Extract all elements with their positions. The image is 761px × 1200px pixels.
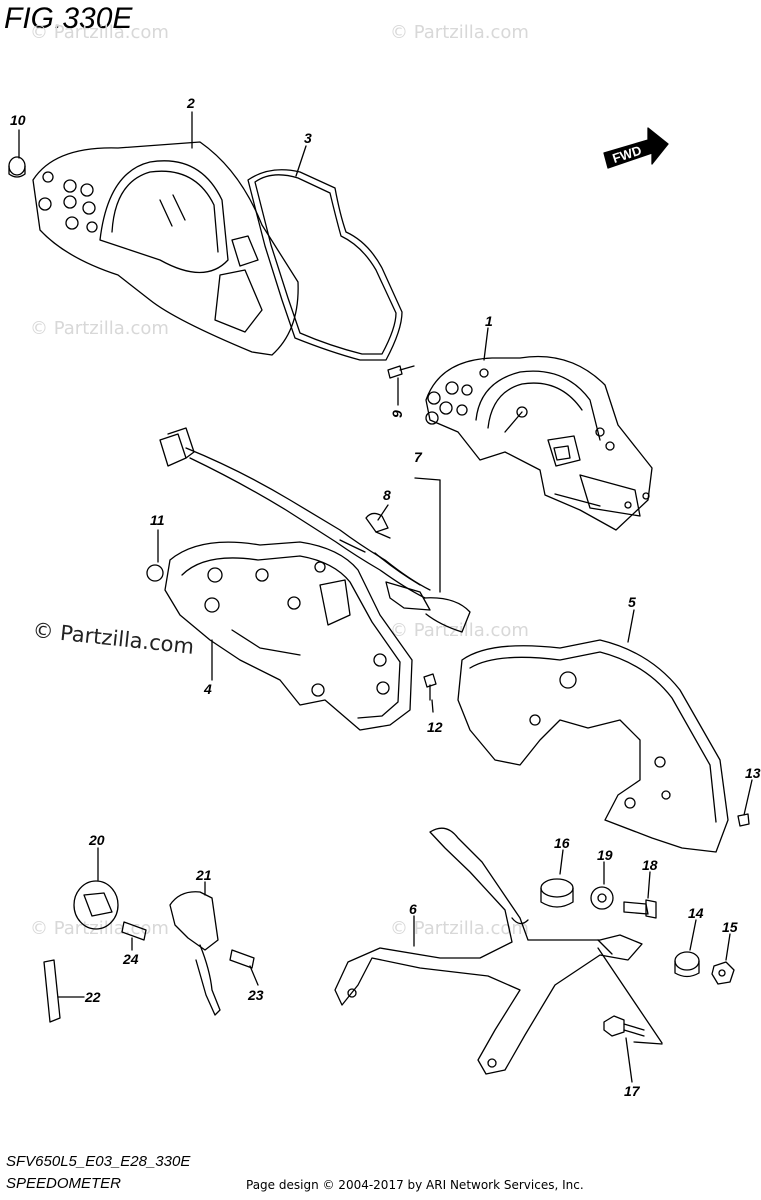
callout-16: 16 (554, 835, 570, 851)
part-14-spacer (674, 951, 700, 978)
fwd-label: FWD (611, 143, 644, 166)
part-15-nut (711, 961, 735, 985)
watermark: © Partzilla.com (390, 22, 529, 43)
callout-2: 2 (186, 95, 195, 111)
callout-24: 24 (122, 951, 139, 967)
part-1-meter-assembly (425, 355, 653, 531)
callout-8: 8 (383, 487, 391, 503)
callout-20: 20 (88, 832, 105, 848)
callout-11: 11 (150, 512, 165, 528)
part-19-washer (590, 886, 614, 910)
callout-4: 4 (203, 681, 212, 697)
part-18-bolt (623, 899, 657, 919)
callout-15: 15 (722, 919, 738, 935)
callout-17: 17 (624, 1083, 641, 1099)
part-22-clip (43, 959, 61, 1023)
part-3-gasket (247, 169, 403, 361)
callout-10: 10 (10, 112, 26, 128)
callout-13: 13 (745, 765, 761, 781)
callout-23: 23 (247, 987, 264, 1003)
callout-22: 22 (84, 989, 101, 1005)
part-23-screw (229, 949, 255, 969)
part-24-screw (121, 921, 147, 941)
callout-19: 19 (597, 847, 613, 863)
part-8-clamp (365, 512, 391, 539)
part-11-grommet (146, 564, 164, 582)
callout-14: 14 (688, 905, 704, 921)
callout-9: 9 (389, 410, 405, 418)
callout-5: 5 (628, 594, 636, 610)
part-13-screw (737, 813, 750, 827)
callout-12: 12 (427, 719, 443, 735)
part-5-rear-cover (457, 639, 729, 853)
fwd-arrow-icon: FWD (603, 127, 669, 169)
callout-18: 18 (642, 857, 658, 873)
part-12-screw (423, 673, 437, 701)
part-4-lower-case (164, 541, 413, 731)
callout-7: 7 (414, 449, 423, 465)
callout-6: 6 (409, 901, 417, 917)
footer-copyright: Page design © 2004-2017 by ARI Network S… (246, 1178, 584, 1192)
part-17-bolt (603, 1015, 645, 1037)
callout-1: 1 (485, 313, 493, 329)
part-9-screw (387, 365, 415, 379)
watermark: © Partzilla.com (390, 918, 529, 939)
leader-lines (18, 111, 753, 1083)
callout-labels: 10 2 3 1 9 7 8 11 4 12 5 13 6 16 19 18 1… (10, 95, 761, 1099)
watermark: © Partzilla.com (30, 22, 169, 43)
part-20-holder (73, 880, 119, 930)
section-name: SPEEDOMETER (6, 1175, 122, 1192)
part-7-wiring-harness (159, 427, 471, 633)
figure-title: FIG.330E (4, 2, 133, 35)
watermark: © Partzilla.com (30, 318, 169, 339)
callout-21: 21 (195, 867, 212, 883)
callout-3: 3 (304, 130, 312, 146)
part-21-switch (169, 891, 221, 1016)
model-code: SFV650L5_E03_E28_330E (6, 1153, 191, 1170)
part-6-bracket (334, 827, 663, 1075)
part-2-meter-cover (32, 141, 299, 356)
part-10-cap (8, 156, 26, 178)
part-16-collar (540, 878, 574, 908)
